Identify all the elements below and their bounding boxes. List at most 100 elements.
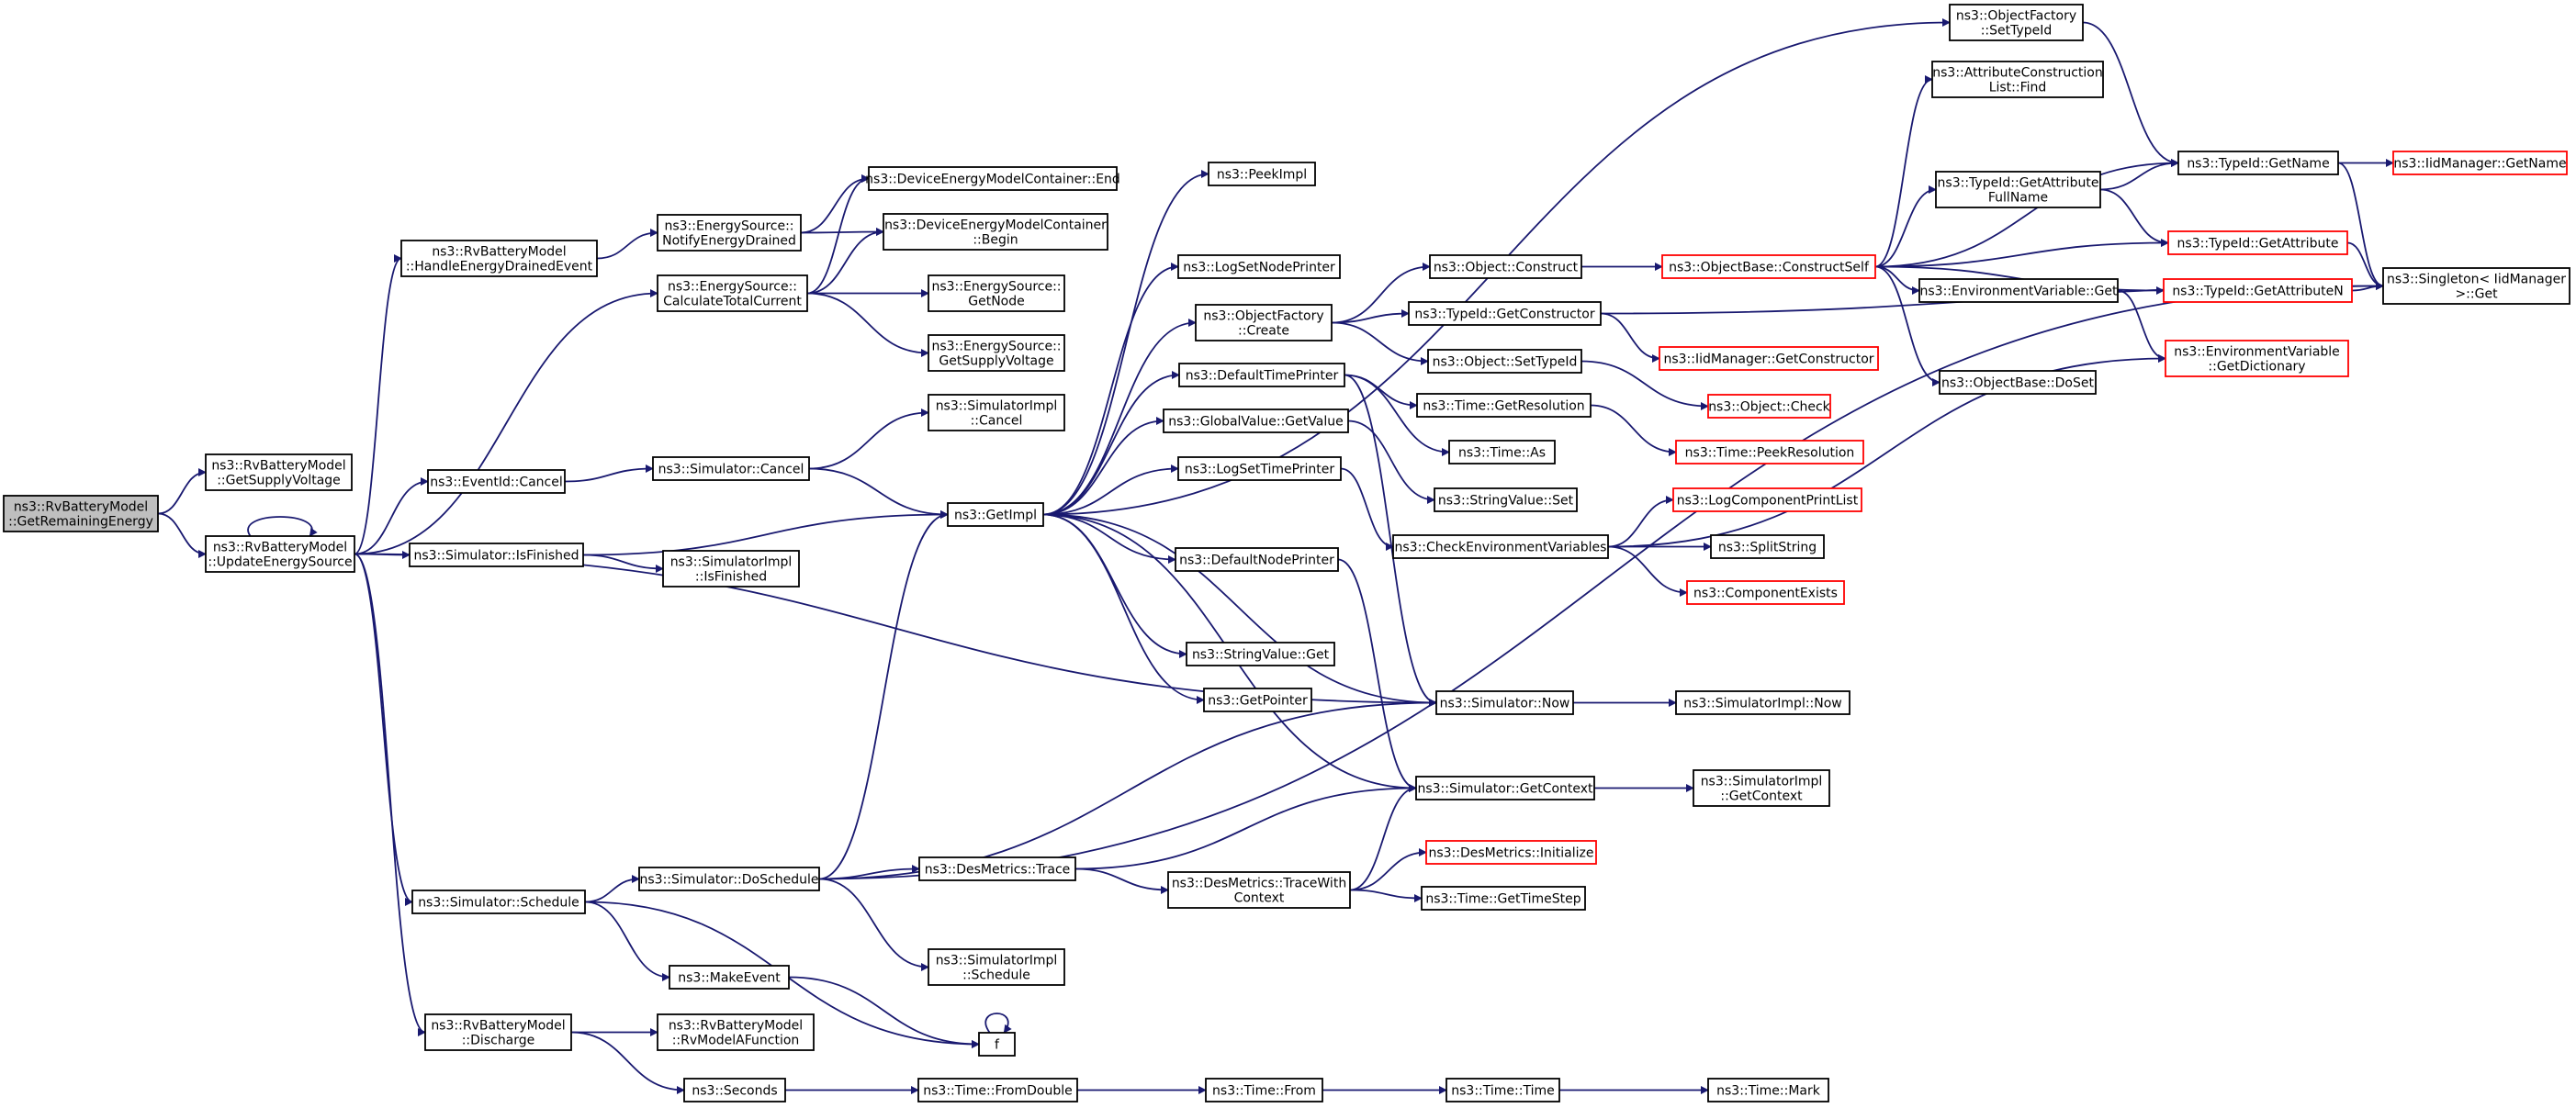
node-logsetnodeprinter[interactable]: ns3::LogSetNodePrinter (1177, 254, 1341, 279)
node-gettimestep[interactable]: ns3::Time::GetTimeStep (1421, 886, 1586, 911)
node-discharge[interactable]: ns3::RvBatteryModel::Discharge (424, 1013, 572, 1051)
node-f[interactable]: f (978, 1032, 1016, 1057)
node-destrace[interactable]: ns3::DesMetrics::Trace (918, 856, 1076, 881)
node-singletonget[interactable]: ns3::Singleton< IidManager >::Get (2382, 267, 2570, 305)
node-label: ns3::DeviceEnergyModelContainer (884, 218, 1107, 233)
node-isfinished[interactable]: ns3::Simulator::IsFinished (409, 543, 584, 567)
node-peekresolution[interactable]: ns3::Time::PeekResolution (1675, 440, 1864, 464)
node-label: NotifyEnergyDrained (662, 234, 796, 249)
node-label: ns3::EnvironmentVariable (2174, 345, 2340, 360)
node-eventcancel[interactable]: ns3::EventId::Cancel (427, 469, 566, 494)
node-dosset[interactable]: ns3::ObjectBase::DoSet (1939, 370, 2097, 395)
node-label: ns3::DesMetrics::Initialize (1428, 846, 1593, 861)
node-peekimpl[interactable]: ns3::PeekImpl (1208, 162, 1316, 186)
node-envget[interactable]: ns3::EnvironmentVariable::Get (1918, 278, 2119, 303)
node-getattribute[interactable]: ns3::TypeId::GetAttribute (2167, 230, 2348, 255)
node-timeas[interactable]: ns3::Time::As (1448, 440, 1556, 464)
node-label: ns3::EnergySource:: (664, 219, 793, 234)
node-getpointer[interactable]: ns3::GetPointer (1203, 688, 1312, 712)
node-typeidgetname[interactable]: ns3::TypeId::GetName (2177, 151, 2339, 175)
node-makeevent[interactable]: ns3::MakeEvent (669, 965, 790, 990)
node-objsettypeid[interactable]: ns3::Object::SetTypeId (1427, 349, 1582, 374)
node-simimplcancel[interactable]: ns3::SimulatorImpl::Cancel (928, 394, 1065, 431)
edge-calctotal-to-esgetsupply (806, 292, 929, 357)
node-getconstructor[interactable]: ns3::TypeId::GetConstructor (1408, 301, 1602, 326)
node-envgetdict[interactable]: ns3::EnvironmentVariable::GetDictionary (2165, 340, 2349, 377)
node-objcheck[interactable]: ns3::Object::Check (1707, 394, 1831, 419)
node-layer: ns3::RvBatteryModel::GetRemainingEnergyn… (3, 4, 2570, 1102)
node-simimplschedule[interactable]: ns3::SimulatorImpl::Schedule (928, 948, 1065, 986)
node-checkenv[interactable]: ns3::CheckEnvironmentVariables (1392, 534, 1609, 559)
node-demcend[interactable]: ns3::DeviceEnergyModelContainer::End (865, 166, 1120, 191)
node-svset[interactable]: ns3::StringValue::Set (1434, 487, 1578, 512)
node-simimplnow[interactable]: ns3::SimulatorImpl::Now (1675, 690, 1850, 715)
node-label: ns3::Simulator::Schedule (418, 896, 579, 911)
node-timetime[interactable]: ns3::Time::Time (1445, 1078, 1560, 1102)
node-label: ns3::TypeId::GetConstructor (1414, 308, 1594, 322)
node-getattributen[interactable]: ns3::TypeId::GetAttributeN (2163, 278, 2353, 303)
edge-deftimeprinter-to-simnow (1344, 374, 1437, 707)
node-getimpl[interactable]: ns3::GetImpl (947, 502, 1044, 527)
node-label: ns3::DefaultNodePrinter (1179, 554, 1334, 568)
node-logcompprint[interactable]: ns3::LogComponentPrintList (1672, 487, 1862, 512)
node-box (424, 1013, 572, 1051)
node-box (1421, 886, 1586, 911)
edge-getimpl-to-gvgetvalue (1042, 417, 1164, 516)
node-label: ns3::DesMetrics::Trace (925, 863, 1071, 878)
node-getsupply[interactable]: ns3::RvBatteryModel::GetSupplyVoltage (205, 453, 353, 491)
node-gvgetvalue[interactable]: ns3::GlobalValue::GetValue (1163, 409, 1349, 433)
edge-getimpl-to-simnow (1042, 513, 1437, 707)
node-calctotal[interactable]: ns3::EnergySource::CalculateTotalCurrent (657, 274, 808, 312)
edge-constructself-to-attrconstfind (1874, 75, 1933, 268)
node-simcancel[interactable]: ns3::Simulator::Cancel (652, 456, 810, 481)
node-svget[interactable]: ns3::StringValue::Get (1186, 642, 1335, 666)
node-label: ns3::Time::Mark (1716, 1084, 1821, 1099)
node-esgetnode[interactable]: ns3::EnergySource::GetNode (928, 274, 1065, 312)
node-box (1445, 1078, 1560, 1102)
node-defnodeprinter[interactable]: ns3::DefaultNodePrinter (1175, 547, 1339, 572)
node-seconds[interactable]: ns3::Seconds (683, 1078, 786, 1102)
node-timemark[interactable]: ns3::Time::Mark (1707, 1078, 1829, 1102)
node-simschedule[interactable]: ns3::Simulator::Schedule (411, 890, 586, 914)
edge-checkenv-to-logcompprint (1607, 496, 1674, 548)
node-doschedule[interactable]: ns3::Simulator::DoSchedule (638, 867, 820, 891)
node-handledrained[interactable]: ns3::RvBatteryModel::HandleEnergyDrained… (400, 240, 598, 277)
node-getresolution[interactable]: ns3::Time::GetResolution (1416, 393, 1592, 418)
node-simimplgetcontext[interactable]: ns3::SimulatorImpl::GetContext (1693, 769, 1830, 807)
node-label: ns3::TypeId::GetAttribute (2177, 237, 2339, 252)
edge-destrace-to-destracewith (1074, 867, 1169, 894)
node-splitstring[interactable]: ns3::SplitString (1710, 534, 1825, 559)
node-box (1935, 171, 2101, 208)
node-rvmodelafunc[interactable]: ns3::RvBatteryModel::RvModelAFunction (657, 1013, 815, 1051)
node-label: ns3::RvBatteryModel (432, 245, 566, 260)
node-iidgetconstructor[interactable]: ns3::IidManager::GetConstructor (1659, 346, 1879, 371)
node-root[interactable]: ns3::RvBatteryModel::GetRemainingEnergy (3, 495, 159, 532)
node-deftimeprinter[interactable]: ns3::DefaultTimePrinter (1178, 363, 1345, 387)
node-simgetcontext[interactable]: ns3::Simulator::GetContext (1415, 776, 1595, 800)
node-fromdouble[interactable]: ns3::Time::FromDouble (917, 1078, 1078, 1102)
node-esgetsupply[interactable]: ns3::EnergySource::GetSupplyVoltage (928, 334, 1065, 372)
node-ofsettypeid[interactable]: ns3::ObjectFactory::SetTypeId (1949, 4, 2084, 41)
node-demcbegin[interactable]: ns3::DeviceEnergyModelContainer::Begin (883, 213, 1108, 251)
node-box (205, 535, 355, 573)
node-simimplisfinished[interactable]: ns3::SimulatorImpl::IsFinished (662, 550, 800, 588)
node-label: ns3::ObjectBase::DoSet (1941, 376, 2094, 391)
edge-eventcancel-to-simcancel (564, 464, 654, 483)
node-timefrom[interactable]: ns3::Time::From (1205, 1078, 1323, 1102)
node-objconstruct[interactable]: ns3::Object::Construct (1429, 254, 1582, 279)
node-compexists[interactable]: ns3::ComponentExists (1686, 580, 1845, 605)
node-constructself[interactable]: ns3::ObjectBase::ConstructSelf (1661, 254, 1876, 279)
node-logsettimeprinter[interactable]: ns3::LogSetTimePrinter (1177, 456, 1342, 481)
node-box (1707, 394, 1831, 419)
node-iidgetname[interactable]: ns3::IidManager::GetName (2392, 151, 2568, 175)
node-label: ns3::Simulator::Cancel (658, 463, 804, 477)
node-label: ns3::GlobalValue::GetValue (1168, 415, 1343, 430)
node-ofcreate[interactable]: ns3::ObjectFactory::Create (1195, 304, 1333, 341)
node-simnow[interactable]: ns3::Simulator::Now (1435, 690, 1574, 715)
node-desinit[interactable]: ns3::DesMetrics::Initialize (1425, 840, 1597, 865)
node-notifydrained[interactable]: ns3::EnergySource::NotifyEnergyDrained (657, 214, 802, 252)
node-update[interactable]: ns3::RvBatteryModel::UpdateEnergySource (205, 535, 355, 573)
